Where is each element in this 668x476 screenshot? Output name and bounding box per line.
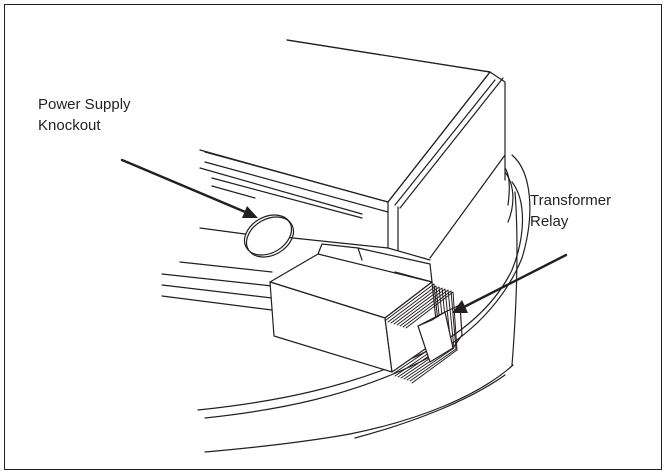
relay-arrowhead — [452, 300, 468, 313]
rails — [161, 261, 273, 311]
knockout-label-line2: Knockout — [38, 117, 101, 134]
transformer-relay-label: Transformer Relay — [530, 190, 611, 232]
leader-arrows — [120, 158, 568, 310]
knockout-leader-line — [120, 158, 252, 216]
relay-label-line1: Transformer — [530, 192, 612, 209]
housing-box — [199, 39, 506, 261]
knockout-label-line1: Power Supply — [38, 96, 131, 113]
power-supply-knockout-label: Power Supply Knockout — [38, 94, 131, 136]
relay-label-line2: Relay — [530, 213, 569, 230]
relay-leader-line — [460, 253, 568, 310]
knockout-arrowhead — [242, 206, 258, 218]
knockout-oval — [243, 214, 295, 258]
transformer-relay — [269, 243, 463, 384]
